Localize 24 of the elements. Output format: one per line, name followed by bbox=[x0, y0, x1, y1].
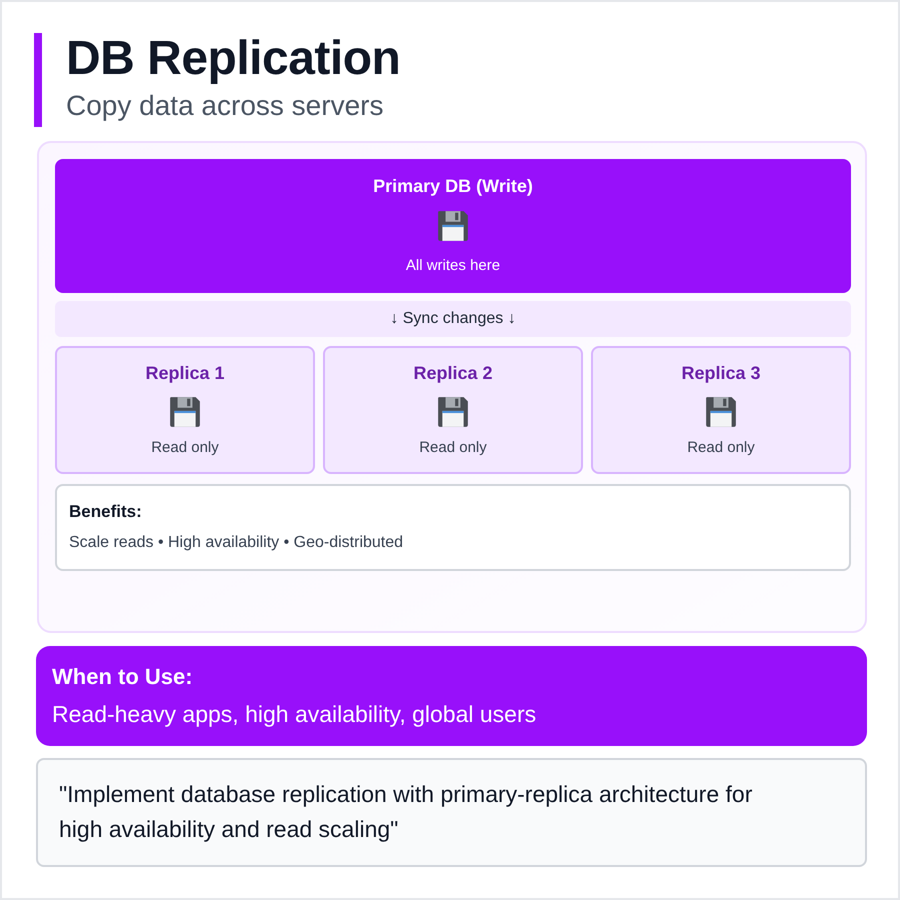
usage-box bbox=[36, 646, 867, 746]
sync-label: ↓ Sync changes ↓ bbox=[390, 309, 516, 329]
box-heading: When to Use: bbox=[52, 663, 193, 691]
node-title: Replica 1 bbox=[145, 362, 225, 385]
prompt-box bbox=[36, 758, 867, 867]
node-title: Replica 3 bbox=[681, 362, 761, 385]
replica-box bbox=[323, 346, 583, 474]
subtitle: Copy data across servers bbox=[66, 89, 384, 123]
prompt-text: "Implement database replication with primary-replica architecture for high availability and read scaling" bbox=[59, 780, 754, 844]
benefits-list: Scale reads • High availability • Geo-distributed bbox=[69, 532, 404, 554]
primary-db-box bbox=[55, 159, 851, 293]
replica-box bbox=[591, 346, 851, 474]
replica-box bbox=[55, 346, 315, 474]
node-subtitle: Read only bbox=[151, 438, 219, 458]
usage-text: Read-heavy apps, high availability, global users bbox=[52, 700, 536, 729]
benefits-box bbox=[55, 484, 851, 571]
node-title: Replica 2 bbox=[413, 362, 493, 385]
box-heading: Benefits: bbox=[69, 501, 142, 523]
node-title: Primary DB (Write) bbox=[373, 175, 533, 198]
container-panel bbox=[37, 141, 867, 633]
node-subtitle: Read only bbox=[687, 438, 755, 458]
node-subtitle: All writes here bbox=[406, 256, 500, 276]
node-subtitle: Read only bbox=[419, 438, 487, 458]
title: DB Replication bbox=[66, 33, 400, 85]
